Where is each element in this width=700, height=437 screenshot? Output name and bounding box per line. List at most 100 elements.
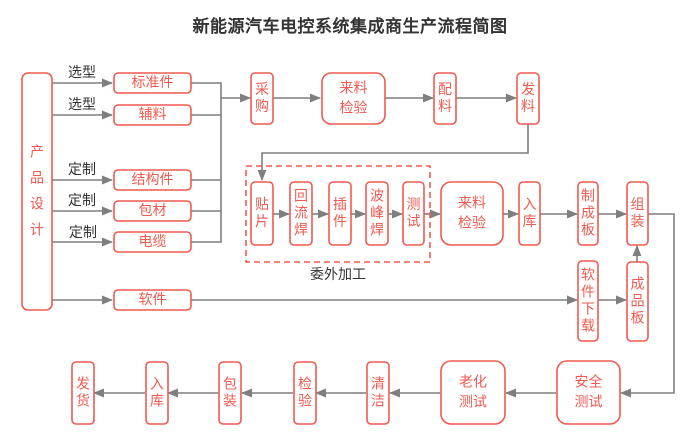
diagram-title: 新能源汽车电控系统集成商生产流程简图 bbox=[192, 17, 508, 37]
edge-merge-bus bbox=[191, 82, 222, 243]
node-packing: 包装 bbox=[218, 361, 242, 425]
node-box bbox=[21, 72, 53, 311]
node-label: 配 bbox=[438, 82, 452, 98]
node-wave-solder: 波峰焊 bbox=[365, 181, 389, 246]
node-box bbox=[250, 72, 274, 125]
node-box bbox=[365, 181, 389, 246]
node-label: 插 bbox=[333, 197, 347, 213]
edge-label-select-1: 选型 bbox=[68, 65, 96, 81]
node-label: 板 bbox=[631, 311, 645, 327]
node-label: 发 bbox=[76, 377, 90, 393]
node-label: 清 bbox=[371, 377, 385, 393]
node-label: 料 bbox=[438, 99, 452, 115]
node-label: 流 bbox=[294, 206, 308, 222]
node-label: 成 bbox=[631, 277, 645, 293]
node-box bbox=[321, 72, 386, 125]
node-box bbox=[516, 72, 540, 125]
edge-assembly-safety bbox=[619, 213, 675, 398]
node-label: 组 bbox=[631, 197, 645, 213]
node-box bbox=[145, 361, 169, 425]
edge-label-custom-2: 定制 bbox=[68, 193, 96, 209]
node-test: 测试 bbox=[402, 181, 425, 246]
node-batching: 配料 bbox=[433, 72, 457, 125]
node-label: 包材 bbox=[139, 203, 167, 219]
node-structural: 结构件 bbox=[113, 169, 192, 191]
node-label: 检验 bbox=[340, 101, 368, 117]
node-label: 软 bbox=[581, 268, 595, 284]
node-box bbox=[113, 231, 192, 253]
node-label: 装 bbox=[223, 394, 237, 410]
node-box bbox=[293, 361, 317, 425]
node-label: 装 bbox=[631, 214, 645, 230]
node-label: 焊 bbox=[294, 223, 308, 239]
node-label: 检验 bbox=[458, 216, 486, 232]
node-label: 采 bbox=[255, 82, 269, 98]
node-box bbox=[577, 181, 599, 246]
node-box bbox=[250, 181, 274, 246]
node-label: 结构件 bbox=[132, 172, 174, 188]
node-label: 验 bbox=[298, 394, 312, 410]
node-box bbox=[113, 200, 192, 222]
node-label: 板 bbox=[581, 223, 595, 239]
edge-label-custom-3: 定制 bbox=[69, 225, 97, 241]
node-label: 片 bbox=[255, 214, 269, 230]
node-label: 贴 bbox=[255, 197, 269, 213]
node-label: 检 bbox=[298, 377, 312, 393]
node-label: 电缆 bbox=[139, 234, 167, 250]
node-box bbox=[433, 72, 457, 125]
node-label: 标准件 bbox=[132, 75, 174, 91]
node-label: 入 bbox=[150, 377, 164, 393]
node-box bbox=[402, 181, 425, 246]
node-box bbox=[577, 260, 599, 342]
node-label: 下 bbox=[581, 302, 595, 318]
node-label: 软件 bbox=[139, 292, 167, 308]
node-label: 品 bbox=[631, 294, 645, 310]
node-label: 辅料 bbox=[139, 107, 167, 123]
node-box bbox=[328, 181, 352, 246]
node-standard-parts: 标准件 bbox=[113, 72, 192, 94]
node-issuing: 发料 bbox=[516, 72, 540, 125]
node-label: 库 bbox=[150, 394, 164, 410]
node-label: 来料 bbox=[340, 81, 368, 97]
node-label: 库 bbox=[523, 214, 537, 230]
outsourcing-group-label: 委外加工 bbox=[310, 267, 366, 283]
node-label: 洁 bbox=[371, 394, 385, 410]
node-label: 来料 bbox=[458, 196, 486, 212]
node-board-making: 制成板 bbox=[577, 181, 599, 246]
node-box bbox=[289, 181, 313, 246]
node-label: 测试 bbox=[575, 395, 603, 411]
node-label: 成 bbox=[581, 206, 595, 222]
node-box bbox=[218, 361, 242, 425]
node-box bbox=[113, 72, 192, 94]
node-finished-board: 成品板 bbox=[626, 261, 649, 342]
node-box bbox=[366, 361, 390, 425]
node-label: 制 bbox=[581, 189, 595, 205]
node-box bbox=[556, 360, 621, 425]
node-label: 试 bbox=[407, 214, 421, 230]
node-label: 焊 bbox=[370, 223, 384, 239]
node-assembly: 组装 bbox=[626, 181, 649, 246]
node-label: 件 bbox=[333, 214, 347, 230]
node-label: 波 bbox=[370, 189, 384, 205]
outsourcing-group-box bbox=[245, 165, 431, 263]
node-box bbox=[113, 289, 192, 311]
node-label: 包 bbox=[223, 377, 237, 393]
node-label: 购 bbox=[255, 99, 269, 115]
node-box bbox=[518, 181, 541, 246]
node-cable: 电缆 bbox=[113, 231, 192, 253]
node-label: 设 bbox=[30, 197, 44, 213]
node-inspection: 检验 bbox=[293, 361, 317, 425]
node-label: 料 bbox=[521, 99, 535, 115]
node-box bbox=[71, 361, 95, 425]
edge-label-custom-1: 定制 bbox=[68, 162, 96, 178]
edge-issuing-smt bbox=[257, 124, 529, 182]
node-label: 测 bbox=[407, 197, 421, 213]
node-label: 发 bbox=[521, 82, 535, 98]
node-box bbox=[113, 169, 192, 191]
node-box bbox=[626, 261, 649, 342]
